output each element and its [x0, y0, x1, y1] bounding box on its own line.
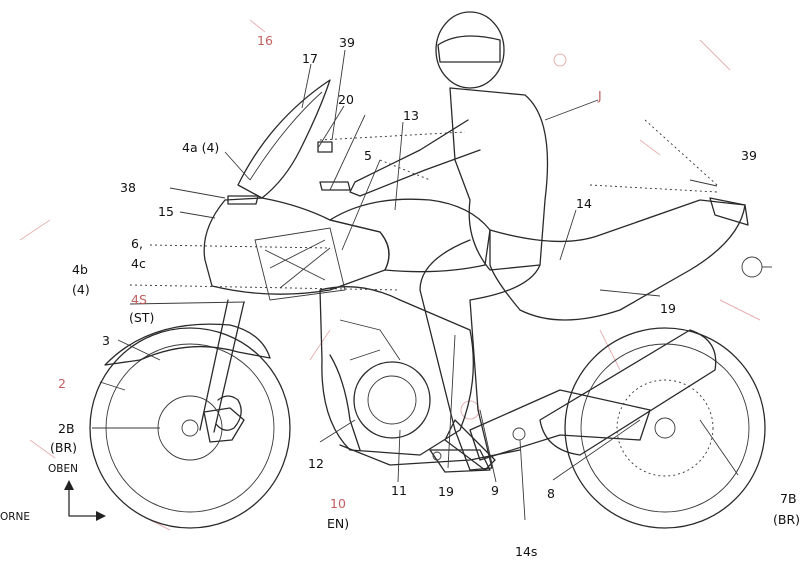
label-ST: (ST) [129, 310, 154, 325]
label-8: 8 [547, 486, 555, 501]
arrow-right-icon [96, 511, 106, 521]
label-13: 13 [403, 108, 419, 123]
label-2: 2 [58, 376, 66, 391]
fuel-tank [330, 199, 490, 271]
label-4b: 4b [72, 262, 88, 277]
label-4b-paren: (4) [72, 282, 90, 297]
label-oben: OBEN [48, 463, 78, 475]
label-2B: 2B [58, 421, 75, 436]
label-10: 10 [330, 496, 346, 511]
label-15: 15 [158, 204, 174, 219]
label-17: 17 [302, 51, 318, 66]
label-19-bottom: 19 [438, 484, 454, 499]
label-J: J [597, 88, 602, 103]
exhaust-pipe [330, 355, 360, 450]
sensor-14s [513, 428, 525, 440]
label-12: 12 [308, 456, 324, 471]
label-16: 16 [257, 33, 273, 48]
label-19-top: 19 [660, 301, 676, 316]
reference-labels: 16 17 39 20 13 J 4a (4) 5 38 15 39 14 6,… [0, 33, 800, 559]
arrow-up-icon [64, 480, 74, 490]
label-4S: 4S [131, 292, 147, 307]
label-BR-front: (BR) [50, 440, 77, 455]
rear-wheel [565, 328, 765, 528]
muffler [540, 330, 716, 455]
label-11: 11 [391, 483, 407, 498]
label-38: 38 [120, 180, 136, 195]
label-14: 14 [576, 196, 592, 211]
rider [350, 12, 548, 470]
label-3: 3 [102, 333, 110, 348]
label-14s: 14s [515, 544, 537, 559]
label-EN: EN) [327, 516, 349, 531]
label-39-rear: 39 [741, 148, 757, 163]
label-5: 5 [364, 148, 372, 163]
label-4a: 4a (4) [182, 140, 219, 155]
handlebar-grip [320, 182, 350, 190]
windshield [238, 80, 330, 198]
front-fork [200, 300, 244, 442]
mirror-39 [318, 142, 332, 152]
label-BR-rear: (BR) [773, 512, 800, 527]
label-39-front: 39 [339, 35, 355, 50]
label-7B: 7B [780, 491, 797, 506]
direction-indicator [64, 480, 106, 521]
label-4c: 4c [131, 256, 146, 271]
front-brake-caliper [216, 396, 241, 430]
label-vorne: ORNE [0, 511, 30, 523]
label-6: 6, [131, 236, 143, 251]
label-20: 20 [338, 92, 354, 107]
label-9: 9 [491, 483, 499, 498]
rear-body [490, 198, 772, 320]
